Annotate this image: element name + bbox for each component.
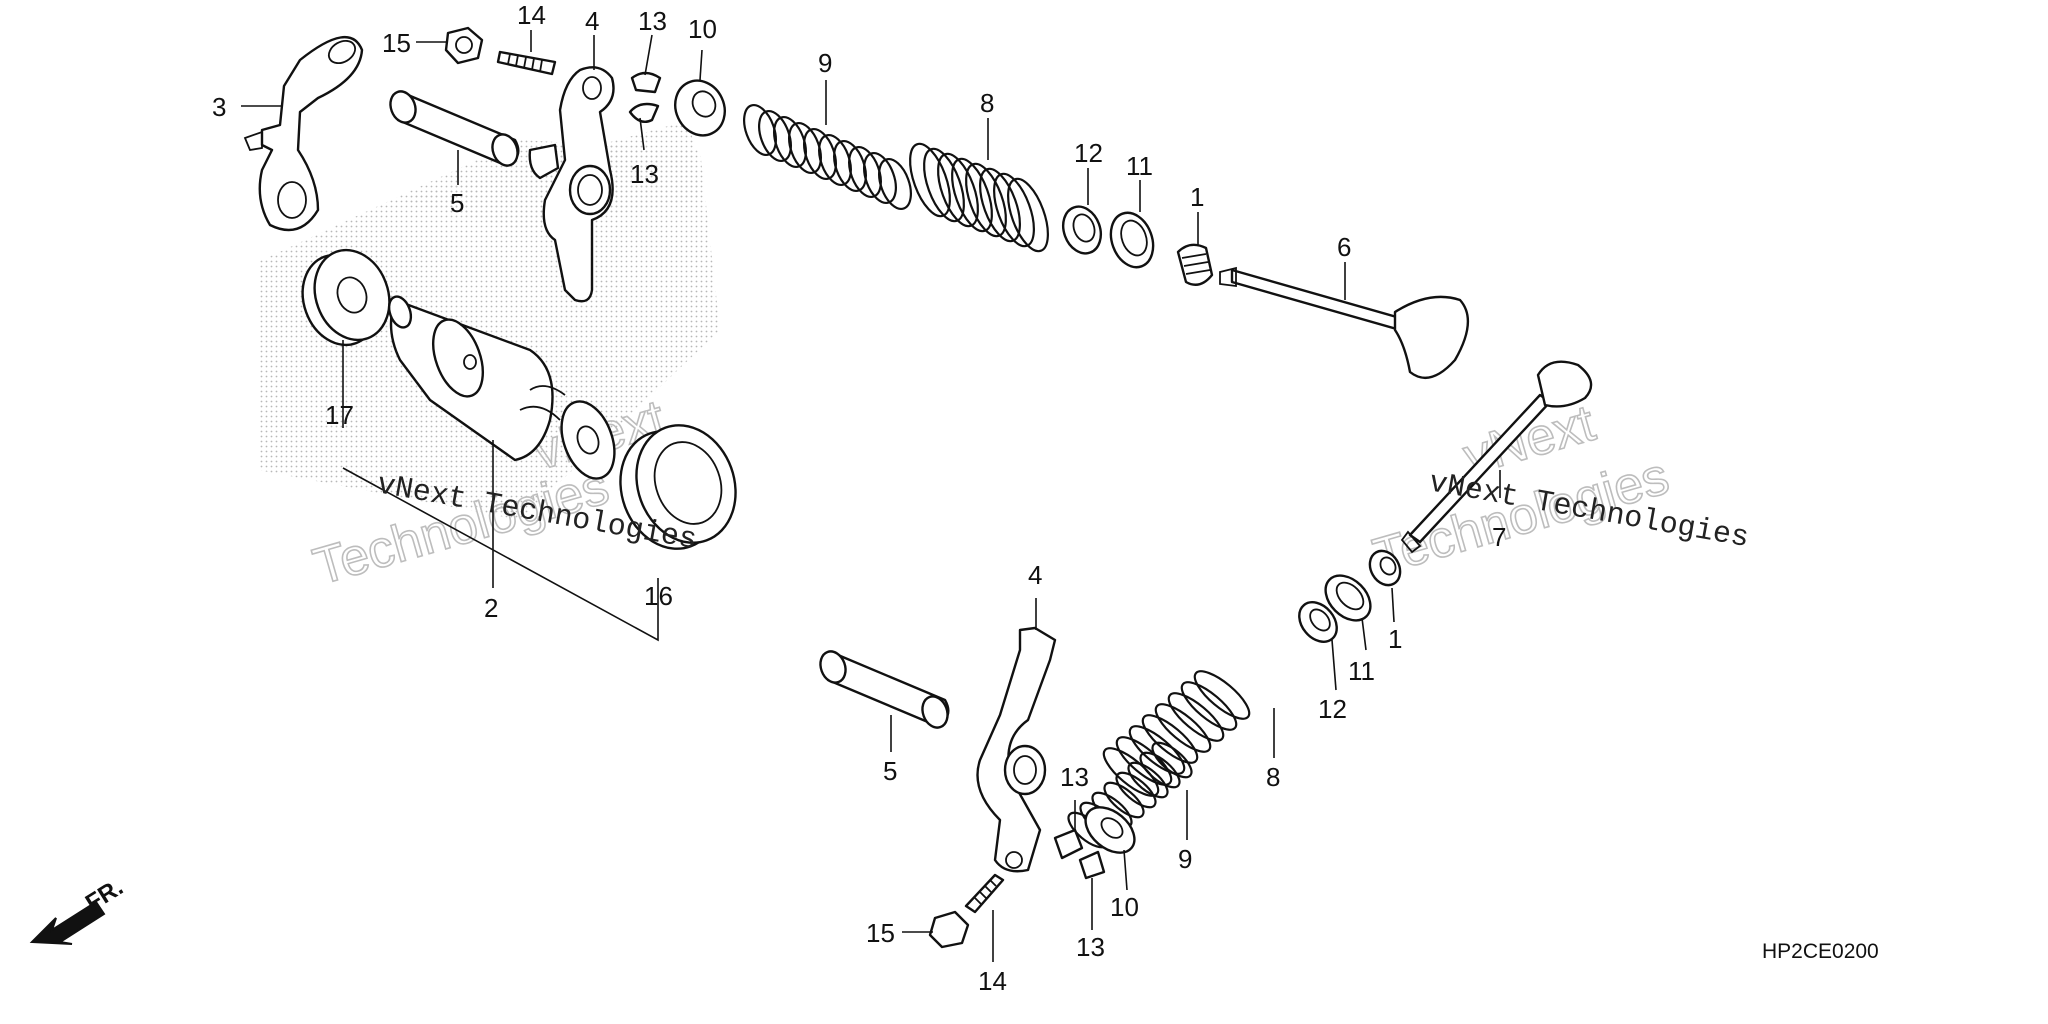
part-1b-stem-seal — [1368, 549, 1402, 587]
callout-9b: 9 — [1178, 844, 1192, 874]
callout-8b: 8 — [1266, 762, 1280, 792]
part-11b-washer — [1324, 574, 1372, 622]
callout-8: 8 — [980, 88, 994, 118]
callout-15b: 15 — [866, 918, 895, 948]
part-7-valve — [1400, 360, 1593, 554]
callout-10b: 10 — [1110, 892, 1139, 922]
callout-6: 6 — [1337, 232, 1351, 262]
callout-3: 3 — [212, 92, 226, 122]
callout-2: 2 — [484, 593, 498, 623]
callout-15: 15 — [382, 28, 411, 58]
part-9-spring — [743, 104, 912, 210]
callouts: 3 15 14 4 13 13 10 9 8 12 11 1 6 5 17 2 … — [212, 0, 1506, 996]
callout-11: 11 — [1126, 151, 1153, 181]
spring-coil — [1154, 703, 1212, 753]
callout-16: 16 — [644, 581, 673, 611]
spring-coil — [1128, 725, 1186, 775]
spring-coil — [1103, 781, 1145, 819]
part-5b-shaft — [819, 650, 950, 729]
callout-5: 5 — [450, 188, 464, 218]
spring-coil — [1115, 771, 1157, 809]
callout-11b: 11 — [1348, 656, 1375, 686]
callout-4: 4 — [585, 6, 599, 36]
callout-12b: 12 — [1318, 694, 1347, 724]
spring-coil — [993, 172, 1035, 248]
spring-coil — [878, 158, 912, 210]
part-16-bearing — [619, 424, 737, 550]
front-arrow-icon: FR. — [29, 874, 128, 945]
callout-13: 13 — [638, 6, 667, 36]
part-4b-rocker-arm — [976, 626, 1057, 873]
part-12b-seal — [1298, 601, 1338, 643]
diagram-code: HP2CE0200 — [1762, 940, 1879, 963]
part-14b-screw — [964, 873, 1005, 914]
part-15-nut — [444, 26, 484, 65]
spring-coil — [1167, 692, 1225, 742]
part-5-shaft — [389, 90, 520, 167]
callout-17: 17 — [325, 400, 354, 430]
callout-10: 10 — [688, 14, 717, 44]
spring-coil — [1180, 681, 1238, 731]
callout-7: 7 — [1492, 522, 1506, 552]
callout-5b: 5 — [883, 756, 897, 786]
part-10-retainer — [674, 79, 726, 137]
callout-13b: 13 — [630, 159, 659, 189]
spring-coil — [1193, 670, 1251, 720]
callout-14: 14 — [517, 0, 546, 30]
callout-14b: 14 — [978, 966, 1007, 996]
spring-coil — [1115, 736, 1173, 786]
callout-9: 9 — [818, 48, 832, 78]
callout-4b: 4 — [1028, 560, 1042, 590]
callout-12: 12 — [1074, 138, 1103, 168]
part-6-valve — [1219, 266, 1470, 380]
spring-coil — [1127, 761, 1169, 799]
part-3-bracket — [243, 36, 364, 232]
spring-coil — [1139, 751, 1181, 789]
part-2-camshaft — [387, 295, 616, 480]
callout-1b: 1 — [1388, 624, 1402, 654]
part-13b-cotters — [1053, 828, 1106, 880]
spring-coil — [1151, 741, 1193, 779]
leader-lines — [241, 30, 1501, 962]
part-17-bearing — [301, 248, 391, 347]
part-10b-retainer — [1084, 806, 1136, 854]
part-1-stem-seal — [1176, 243, 1214, 286]
part-13-cotters — [628, 71, 662, 123]
part-8-spring — [909, 142, 1049, 253]
part-8b-spring — [1102, 670, 1251, 797]
part-4-rocker-arm — [528, 66, 615, 303]
callout-1: 1 — [1190, 182, 1204, 212]
spring-coil — [1007, 177, 1049, 253]
callout-13d: 13 — [1076, 932, 1105, 962]
part-14-screw — [496, 50, 557, 76]
callout-13c: 13 — [1060, 762, 1089, 792]
part-15b-nut — [928, 910, 970, 949]
part-11-washer — [1109, 211, 1155, 269]
spring-coil — [1141, 714, 1199, 764]
part-12-seal — [1061, 205, 1103, 255]
